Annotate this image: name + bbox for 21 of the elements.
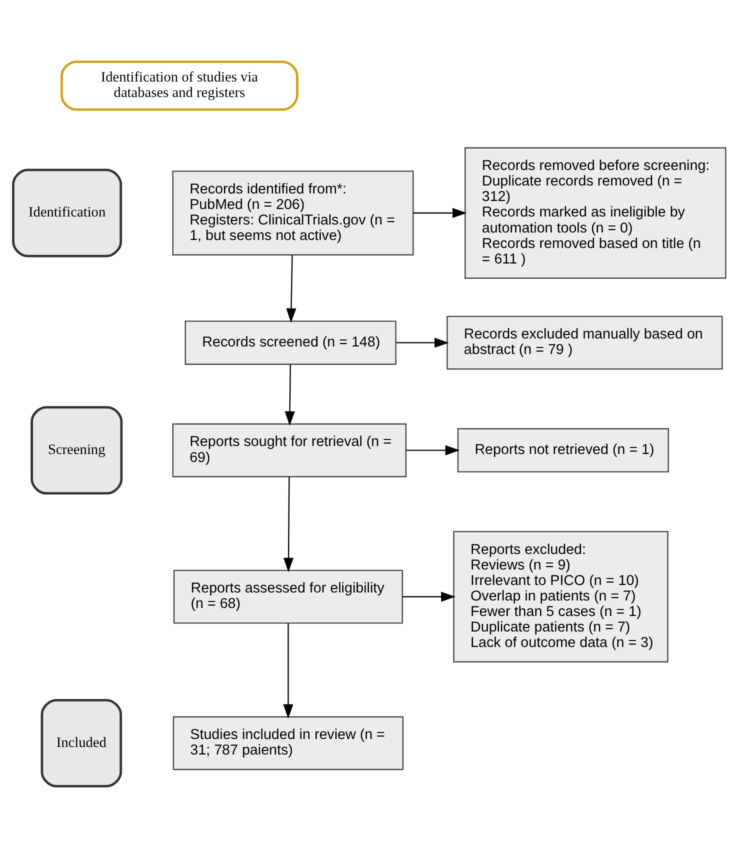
node-box: Reports not retrieved (n = 1) xyxy=(457,428,669,472)
node-box: Reports excluded: Reviews (n = 9) Irrelevant to PICO (n = 10) Overlap in patients (n = 7) Fewer than 5 cases (n = 1) Duplicate patients (n = 7) Lack of outcome data (n = 3) xyxy=(453,530,668,662)
node-box: Records removed before screening: Duplicate records removed (n = 312) Records marked as ineligible by automation tools (n = 0) Records removed based on title (n = 611 ) xyxy=(464,146,726,278)
node-box: Records excluded manually based on abstract (n = 79 ) xyxy=(446,315,723,370)
arrow xyxy=(284,364,295,426)
node-box: Identification of studies via databases and registers xyxy=(60,60,298,110)
node-box: Identification xyxy=(12,168,122,257)
node-box: Records screened (n = 148) xyxy=(184,320,396,364)
arrow xyxy=(283,622,294,718)
arrow xyxy=(396,337,449,348)
node-box: Included xyxy=(40,698,122,787)
node-box: Records identified from*: PubMed (n = 206) Registers: ClinicalTrials.gov (n = 1, but seems not active) xyxy=(172,170,414,255)
node-box: Reports assessed for eligibility (n = 68) xyxy=(173,569,403,624)
arrow xyxy=(286,254,296,322)
node-box: Studies included in review (n = 31; 787 paients) xyxy=(172,716,404,770)
arrow xyxy=(284,476,294,572)
arrow xyxy=(406,444,460,455)
arrow xyxy=(414,207,467,218)
arrow xyxy=(402,591,456,602)
node-box: Reports sought for retrieval (n = 69) xyxy=(172,422,407,477)
node-box: Screening xyxy=(30,406,123,494)
